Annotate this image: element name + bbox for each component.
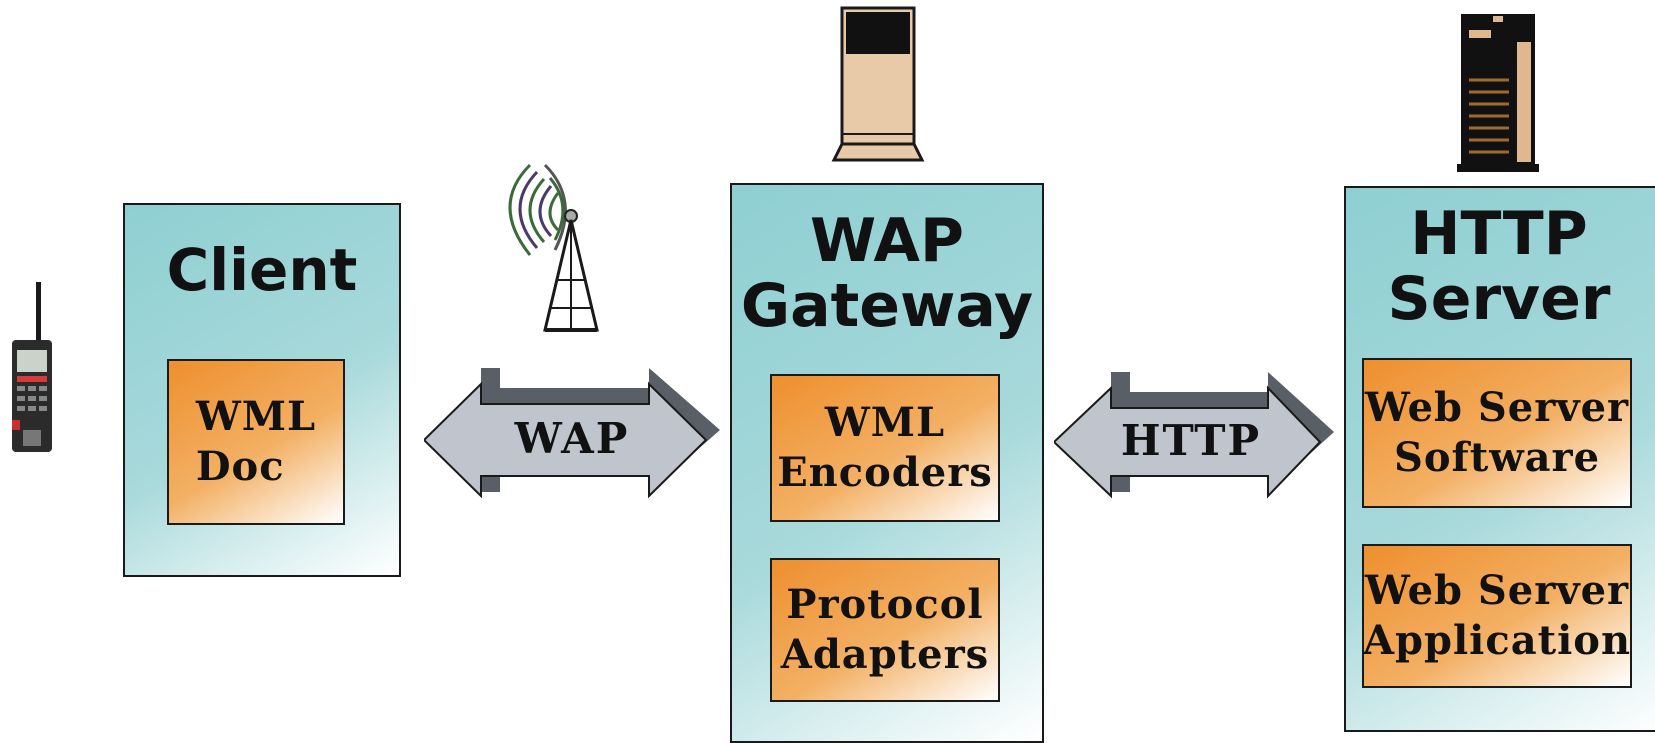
gateway-computer-icon — [831, 6, 925, 162]
mobile-phone-icon — [12, 282, 52, 452]
client-title: Client — [166, 236, 358, 304]
web-server-software-label: Web Server Software — [1364, 384, 1630, 481]
web-server-application-box: Web Server Application — [1362, 544, 1632, 688]
protocol-adapters-label: Protocol Adapters — [780, 581, 990, 678]
wml-encoders-label: WML Encoders — [777, 399, 993, 496]
wap-link-label: WAP — [514, 414, 630, 463]
radio-tower-icon — [508, 163, 599, 332]
gateway-title: WAP Gateway — [740, 206, 1034, 341]
http-server-panel: HTTP Server Web Server Software Web Serv… — [1344, 186, 1655, 732]
wml-doc-label: WML Doc — [195, 393, 317, 490]
client-panel: Client WML Doc — [123, 203, 401, 577]
web-server-application-label: Web Server Application — [1362, 567, 1632, 664]
protocol-adapters-box: Protocol Adapters — [770, 558, 1000, 702]
wap-gateway-panel: WAP Gateway WML Encoders Protocol Adapte… — [730, 183, 1044, 743]
wml-encoders-box: WML Encoders — [770, 374, 1000, 522]
double-arrow-icon — [1054, 372, 1334, 499]
web-server-software-box: Web Server Software — [1362, 358, 1632, 508]
double-arrow-icon — [424, 368, 720, 499]
wml-doc-box: WML Doc — [167, 359, 345, 525]
http-link-label: HTTP — [1120, 416, 1262, 465]
http-link-arrow: HTTP — [1054, 372, 1334, 506]
server-title: HTTP Server — [1387, 199, 1611, 334]
server-tower-icon — [1457, 14, 1539, 172]
wap-link-arrow: WAP — [424, 368, 720, 506]
